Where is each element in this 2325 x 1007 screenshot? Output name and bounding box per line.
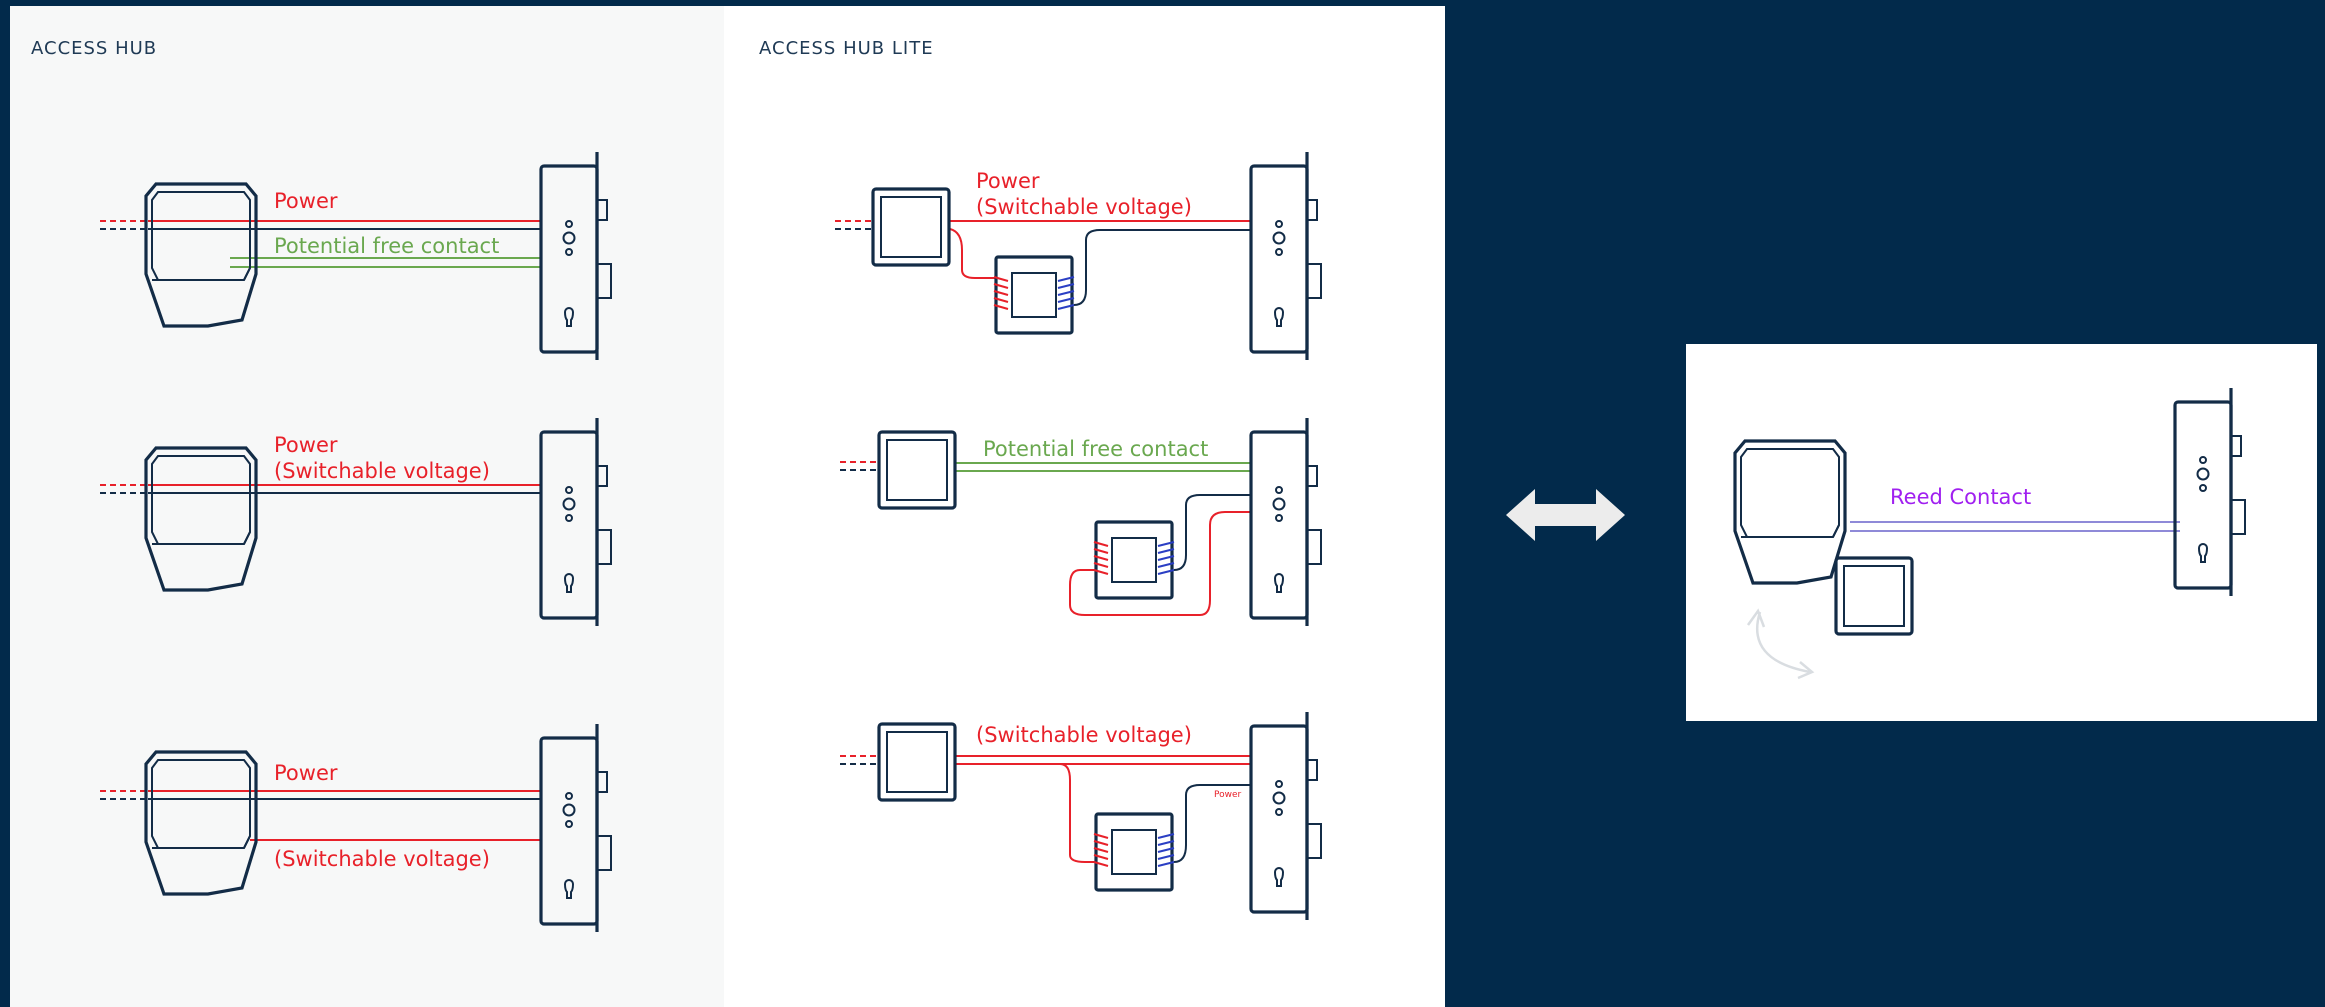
label-potential-free-contact-1: Potential free contact — [274, 234, 499, 258]
label-switchable-voltage-lite-1: (Switchable voltage) — [976, 195, 1192, 219]
label-potential-free-contact-lite-2: Potential free contact — [983, 437, 1208, 461]
label-power-3: Power — [274, 761, 338, 785]
access-hub-lite-heading: ACCESS HUB LITE — [759, 38, 934, 59]
access-hub-lite-panel: ACCESS HUB LITE — [724, 6, 1445, 1007]
lite-row1 — [835, 150, 1323, 362]
reed-contact-panel — [1686, 344, 2317, 721]
hub-row3 — [100, 722, 613, 934]
label-reed-contact: Reed Contact — [1890, 485, 2031, 509]
lite-row2 — [840, 416, 1323, 628]
label-power-1: Power — [274, 189, 338, 213]
label-power-lite-1: Power — [976, 169, 1040, 193]
reed-contact-diagram — [1733, 386, 2247, 680]
label-switchable-voltage-lite-3: (Switchable voltage) — [976, 723, 1192, 747]
access-hub-heading: ACCESS HUB — [31, 38, 158, 59]
label-switchable-voltage-2: (Switchable voltage) — [274, 459, 490, 483]
label-power-small: Power — [1214, 790, 1242, 800]
hub-row1 — [100, 150, 613, 362]
hub-row2 — [100, 416, 613, 628]
label-switchable-voltage-3: (Switchable voltage) — [274, 847, 490, 871]
bidirectional-arrow-icon — [1506, 489, 1625, 541]
label-power-2: Power — [274, 433, 338, 457]
lite-row3 — [840, 710, 1323, 922]
